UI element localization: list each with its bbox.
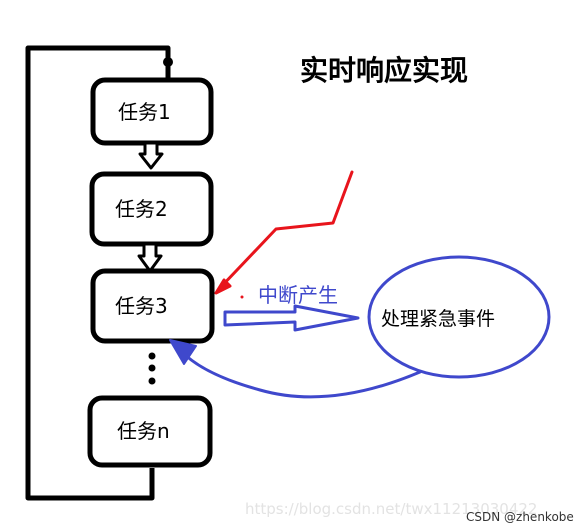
handler-label: 处理紧急事件 — [381, 308, 495, 330]
task-label-2: 任务2 — [115, 197, 168, 221]
loop-arrow-dot — [163, 57, 173, 67]
hollow-arrow-2-3 — [137, 242, 163, 273]
task-label-1: 任务1 — [118, 100, 171, 124]
task-label-n: 任务n — [117, 419, 170, 443]
task-box-3: 任务3 — [90, 268, 215, 344]
task-label-3: 任务3 — [115, 294, 168, 318]
handler-ellipse: 处理紧急事件 — [367, 255, 551, 379]
ellipsis-dot-1 — [148, 352, 156, 360]
task-box-1: 任务1 — [90, 77, 214, 146]
diagram-title: 实时响应实现 — [300, 54, 468, 87]
ellipsis-dot-2 — [148, 364, 156, 372]
loop-line — [25, 45, 171, 501]
task-box-n: 任务n — [87, 395, 213, 468]
hollow-arrow-to-handler — [223, 304, 360, 332]
watermark-credit: CSDN @zhenkobe — [466, 510, 574, 524]
interrupt-label: 中断产生 — [258, 283, 338, 307]
return-arrow — [169, 339, 422, 399]
watermark-url: https://blog.csdn.net/twx11213030422 — [245, 500, 537, 518]
hollow-arrow-1-2 — [138, 141, 164, 170]
interrupt-lightning-arrow — [214, 170, 354, 299]
ellipsis-dot-3 — [148, 377, 156, 385]
task-box-2: 任务2 — [89, 171, 214, 247]
